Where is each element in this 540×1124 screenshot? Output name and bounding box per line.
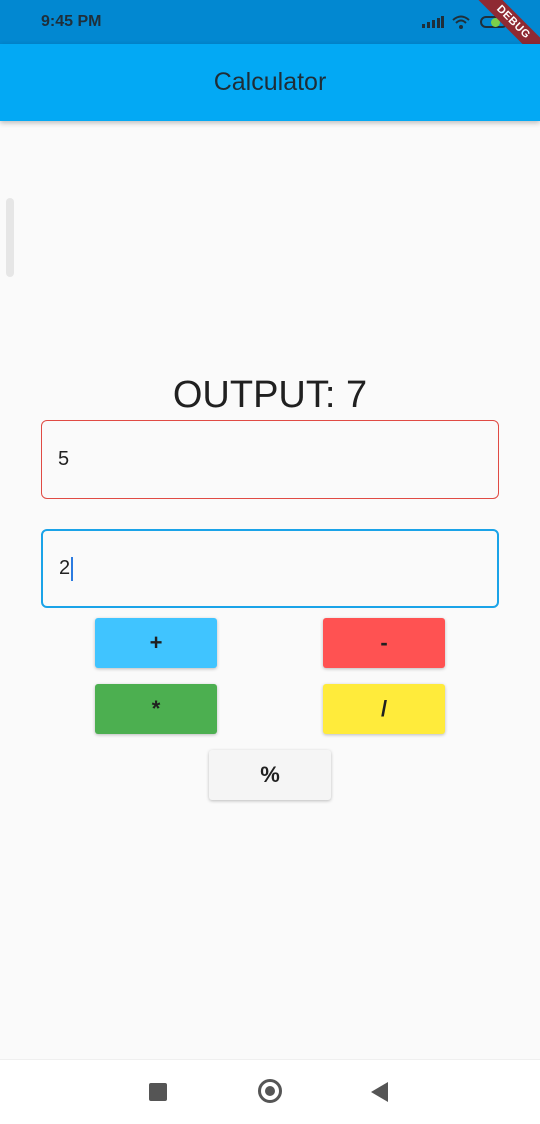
output-label: OUTPUT: 7: [172, 374, 368, 416]
text-cursor: [71, 556, 74, 581]
recents-icon[interactable]: [149, 1083, 167, 1101]
home-icon[interactable]: [258, 1079, 282, 1103]
multiply-button[interactable]: *: [95, 684, 217, 734]
status-icons: [422, 11, 512, 33]
battery-indicator-dot: [491, 18, 500, 27]
back-icon[interactable]: [371, 1082, 388, 1102]
first-number-value: 5: [58, 448, 70, 470]
second-number-field[interactable]: 2: [41, 529, 499, 608]
system-nav-bar: [0, 1059, 540, 1124]
subtract-button[interactable]: -: [323, 618, 445, 668]
second-number-value: 2: [59, 557, 71, 579]
divide-button[interactable]: /: [323, 684, 445, 734]
scroll-indicator[interactable]: [6, 198, 14, 277]
status-time: 9:45 PM: [41, 13, 102, 30]
signal-icon: [422, 16, 444, 28]
app-bar: Calculator: [0, 44, 540, 121]
wifi-icon: [452, 15, 470, 29]
add-button[interactable]: +: [95, 618, 217, 668]
app-title: Calculator: [213, 68, 327, 96]
home-icon-inner: [265, 1086, 275, 1096]
first-number-field[interactable]: 5: [41, 420, 499, 499]
modulo-button[interactable]: %: [209, 750, 331, 800]
status-bar: 9:45 PM DEBUG: [0, 0, 540, 68]
